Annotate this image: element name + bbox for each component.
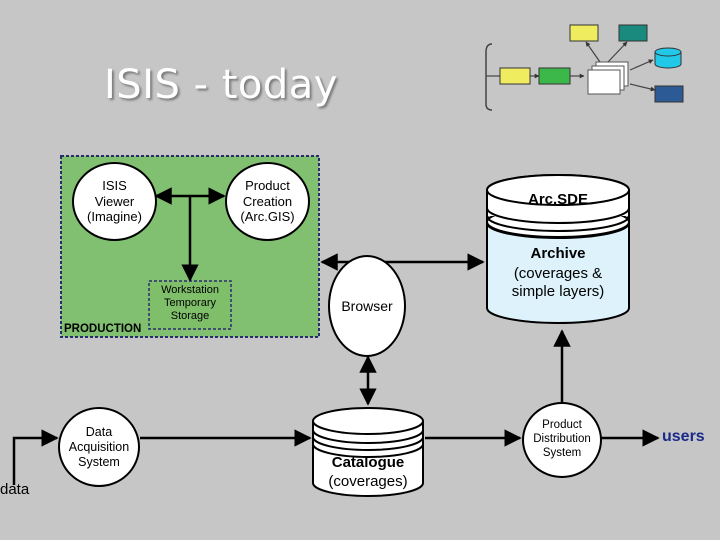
catalogue-title: Catalogue: [331, 454, 405, 471]
workstation-storage-box: [148, 280, 232, 330]
data-label: data: [0, 481, 30, 498]
archive-title: Archive: [530, 245, 586, 262]
catalogue-subtitle: (coverages): [328, 473, 408, 491]
isis-viewer-line-2: Viewer: [94, 193, 135, 209]
arcsde-label: Arc.SDE: [527, 191, 589, 208]
browser-node: Browser: [328, 255, 406, 357]
workstation-storage-line-2: Temporary: [164, 296, 216, 309]
product-distribution-line-1: Product: [542, 419, 582, 432]
data-input-arrow: [12, 429, 59, 485]
data-acquisition-line-2: Acquisition: [68, 439, 130, 454]
production-label: PRODUCTION: [64, 323, 142, 335]
archive-cylinder: [486, 174, 630, 324]
data-acquisition-node: Data Acquisition System: [58, 407, 140, 487]
data-acquisition-line-1: Data: [85, 424, 113, 439]
workstation-storage-label: Workstation Temporary Storage: [149, 284, 231, 323]
page-title: ISIS - today: [104, 62, 338, 108]
product-creation-line-2: Creation: [242, 193, 293, 209]
product-distribution-line-2: Distribution: [533, 433, 591, 446]
browser-label: Browser: [341, 297, 393, 314]
catalogue-cylinder: [312, 407, 424, 497]
isis-viewer-line-3: (Imagine): [87, 209, 142, 225]
catalogue-label: Catalogue (coverages): [313, 454, 423, 491]
system-illustration: [485, 24, 684, 111]
workstation-storage-line-3: Storage: [170, 309, 210, 322]
workstation-storage-line-1: Workstation: [161, 284, 219, 296]
product-creation-line-3: (Arc.GIS): [240, 209, 295, 225]
isis-viewer-line-1: ISIS: [102, 178, 127, 194]
archive-line-1: (coverages &: [513, 265, 603, 283]
users-label: users: [662, 428, 705, 445]
data-acquisition-line-3: System: [78, 454, 120, 469]
product-creation-node: Product Creation (Arc.GIS): [225, 162, 310, 241]
isis-viewer-node: ISIS Viewer (Imagine): [72, 162, 157, 241]
archive-line-2: simple layers): [511, 282, 605, 300]
product-distribution-node: Product Distribution System: [522, 402, 602, 478]
archive-label: Archive (coverages & simple layers): [487, 245, 629, 300]
product-creation-line-1: Product: [245, 178, 290, 194]
product-distribution-line-3: System: [542, 446, 582, 459]
